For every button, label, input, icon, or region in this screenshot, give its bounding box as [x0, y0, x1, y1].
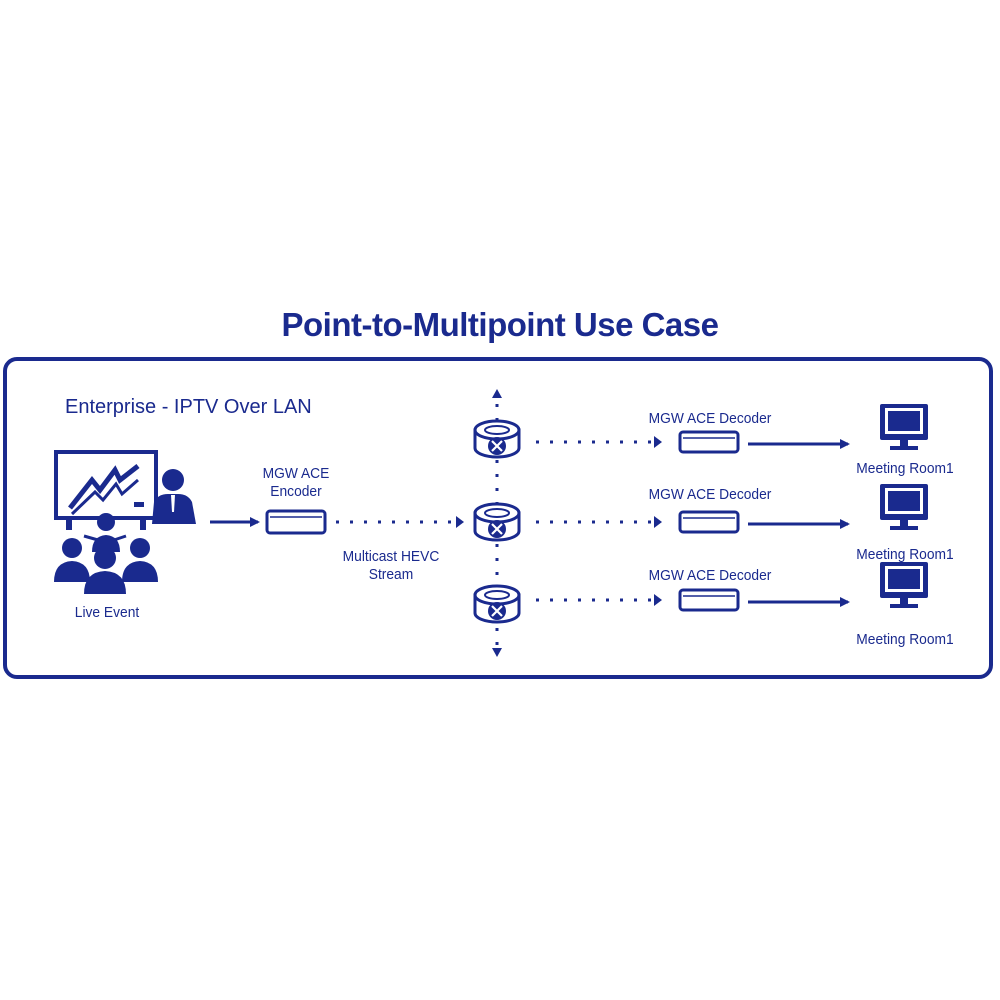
dotted-link-arrowhead [654, 594, 662, 606]
dotted-link-arrowhead [654, 436, 662, 448]
decoder-device-icon [678, 588, 740, 612]
network-router-icon [473, 584, 521, 624]
trunk-up-arrowhead [492, 389, 502, 398]
monitor-icon [880, 484, 928, 530]
encoder-label-line1: MGW ACE [262, 465, 330, 482]
monitor-icon [880, 404, 928, 450]
decoder-row [536, 404, 928, 454]
trunk-down-arrowhead [492, 648, 502, 657]
network-router-icon [473, 502, 521, 542]
decoder-device-icon [678, 510, 740, 534]
encoder-label-line2: Encoder [270, 483, 322, 500]
monitor-icon [880, 562, 928, 608]
meeting-room-label: Meeting Room1 [856, 631, 954, 648]
meeting-room-label: Meeting Room1 [856, 460, 954, 477]
meeting-room-label: Meeting Room1 [856, 546, 954, 563]
diagram-subtitle: Enterprise - IPTV Over LAN [65, 396, 312, 418]
decoder-row [536, 484, 928, 534]
diagram-frame [3, 357, 993, 679]
stream-label-line1: Multicast HEVC [342, 548, 440, 565]
dotted-link-arrowhead [654, 516, 662, 528]
decoder-row [536, 562, 928, 612]
decoder-device-icon [678, 430, 740, 454]
decoder-label: MGW ACE Decoder [648, 567, 772, 584]
encoder-device-icon [265, 509, 327, 535]
encoder-label: MGW ACE Encoder [250, 465, 342, 501]
multicast-stream-arrowhead [456, 516, 464, 528]
live-event-label: Live Event [74, 604, 140, 621]
decoder-label: MGW ACE Decoder [648, 410, 772, 427]
decoder-label: MGW ACE Decoder [648, 486, 772, 503]
stream-label-line2: Stream [368, 566, 414, 583]
presentation-audience-icon [54, 450, 196, 594]
stream-label: Multicast HEVC Stream [331, 548, 451, 584]
diagram-title: Point-to-Multipoint Use Case [281, 306, 719, 343]
network-router-icon [473, 419, 521, 459]
